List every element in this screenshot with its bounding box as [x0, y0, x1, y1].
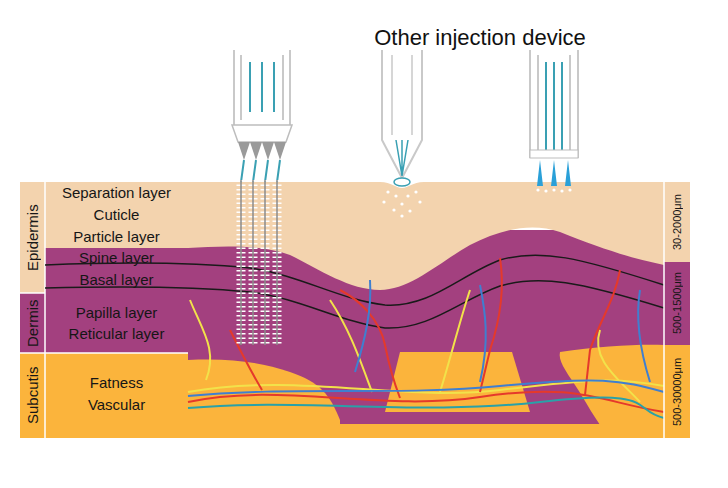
vein-line: [188, 380, 664, 396]
dot: [406, 194, 409, 197]
device-line: [396, 140, 408, 176]
device-frame: [530, 50, 578, 158]
layer-band: EpidermisSeparation layerCuticleParticle…: [20, 182, 188, 293]
epidermis-label-band: [20, 182, 45, 293]
artery-line: [188, 392, 664, 412]
dot: [394, 194, 397, 197]
nerve-line: [190, 300, 210, 380]
vein-line: [355, 280, 370, 372]
microneedle-device: [232, 50, 292, 345]
layer-group-label: Dermis: [20, 293, 45, 353]
vein-line: [480, 285, 486, 382]
layer-band: 30-2000μm: [664, 182, 690, 262]
device-cone: [238, 142, 286, 160]
layer-group-label: Subcutis: [20, 353, 45, 438]
column-separator: [20, 352, 188, 354]
column-separator: [44, 182, 46, 438]
layer-name: Basal layer: [45, 271, 188, 289]
layer-name: Particle layer: [45, 228, 188, 246]
epidermis-area: [188, 182, 664, 290]
fat-band: [188, 424, 664, 438]
dot: [386, 190, 389, 193]
device-frame: [392, 55, 412, 135]
dot: [400, 214, 403, 217]
vessel-line: [188, 397, 664, 418]
layer-group-label: Epidermis: [20, 182, 45, 293]
layer-band: 500-1500μm: [664, 262, 690, 345]
layer-name: Reticular layer: [45, 325, 188, 343]
artery-line: [585, 270, 620, 395]
column-separator: [663, 182, 665, 438]
layer-name: Vascular: [45, 396, 188, 414]
injection-point: [394, 178, 410, 186]
layer-band: DermisPapilla layerReticular layer: [20, 293, 188, 353]
dimension-label: 500-30000μm: [664, 345, 690, 438]
layer-name: Papilla layer: [45, 304, 188, 322]
layer-band: 500-30000μm: [664, 345, 690, 438]
layer-name: Cuticle: [45, 206, 188, 224]
dot: [418, 200, 421, 203]
vessels: [188, 258, 664, 418]
dot: [414, 190, 417, 193]
dimension-band: [664, 345, 690, 438]
nerve-line: [598, 330, 640, 402]
needle-marks: [241, 180, 277, 345]
dimension-label: 30-2000μm: [664, 182, 690, 262]
device-head: [530, 150, 578, 158]
layer-name: Separation layer: [45, 184, 188, 202]
multi-needle-device: [530, 50, 578, 193]
needle: [241, 180, 277, 345]
layer-name: Spine layer: [45, 249, 188, 267]
device-frame: [234, 50, 290, 125]
vein-line: [638, 290, 650, 382]
dimension-band: [664, 262, 690, 345]
device-line: [250, 62, 274, 112]
layer-name: Fatness: [45, 374, 188, 392]
dot: [568, 188, 571, 191]
injection-device: [382, 50, 422, 218]
nerve-line: [440, 290, 470, 392]
spray-cone: [537, 160, 571, 186]
dot: [392, 208, 395, 211]
device-line: [241, 160, 280, 182]
dot: [536, 188, 539, 191]
fat-blob: [385, 352, 530, 412]
layer-band: SubcutisFatnessVascular: [20, 353, 188, 438]
dot: [544, 189, 547, 192]
particle-dots: [536, 188, 571, 192]
dimension-label: 500-1500μm: [664, 262, 690, 345]
device-frame: [382, 50, 422, 178]
dot: [400, 202, 403, 205]
dot: [382, 200, 385, 203]
dot: [408, 209, 411, 212]
artery-line: [480, 258, 502, 392]
diagram-title: Other injection device: [330, 24, 630, 52]
device-line: [546, 62, 562, 150]
dermis-label-band: [20, 293, 45, 353]
dot: [552, 188, 555, 191]
column-separator: [20, 292, 45, 294]
particle-dots: [382, 190, 421, 217]
nerve-line: [330, 300, 372, 392]
dot: [560, 189, 563, 192]
device-head: [232, 125, 292, 142]
dimension-band: [664, 182, 690, 262]
